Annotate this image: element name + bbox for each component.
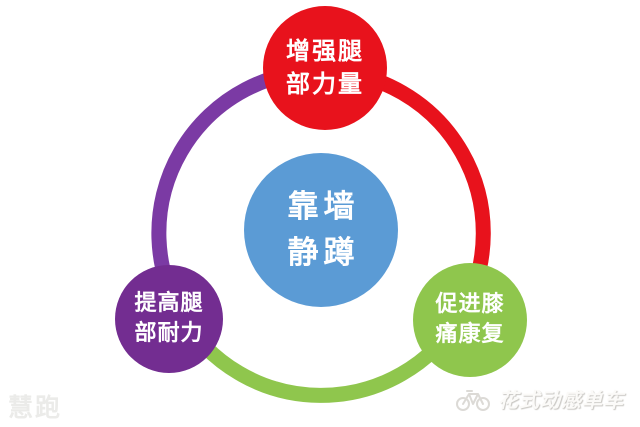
node-leg-endurance-label: 提高腿 部耐力	[134, 290, 204, 346]
node-leg-strength-label: 增强腿 部力量	[286, 36, 364, 98]
node-wall-squat-center: 靠墙 静蹲	[244, 153, 398, 307]
watermark-huipao: 慧跑	[8, 393, 63, 422]
watermark-brand: 花式动感单车	[455, 384, 624, 413]
node-knee-recovery-label: 促进膝 痛康复	[435, 291, 505, 347]
node-leg-endurance: 提高腿 部耐力	[115, 265, 223, 373]
watermark-brand-text: 花式动感单车	[498, 388, 624, 412]
node-knee-recovery: 促进膝 痛康复	[413, 263, 527, 377]
node-leg-strength: 增强腿 部力量	[263, 6, 387, 130]
node-wall-squat-label: 靠墙 静蹲	[287, 188, 360, 272]
bike-icon	[455, 386, 491, 412]
